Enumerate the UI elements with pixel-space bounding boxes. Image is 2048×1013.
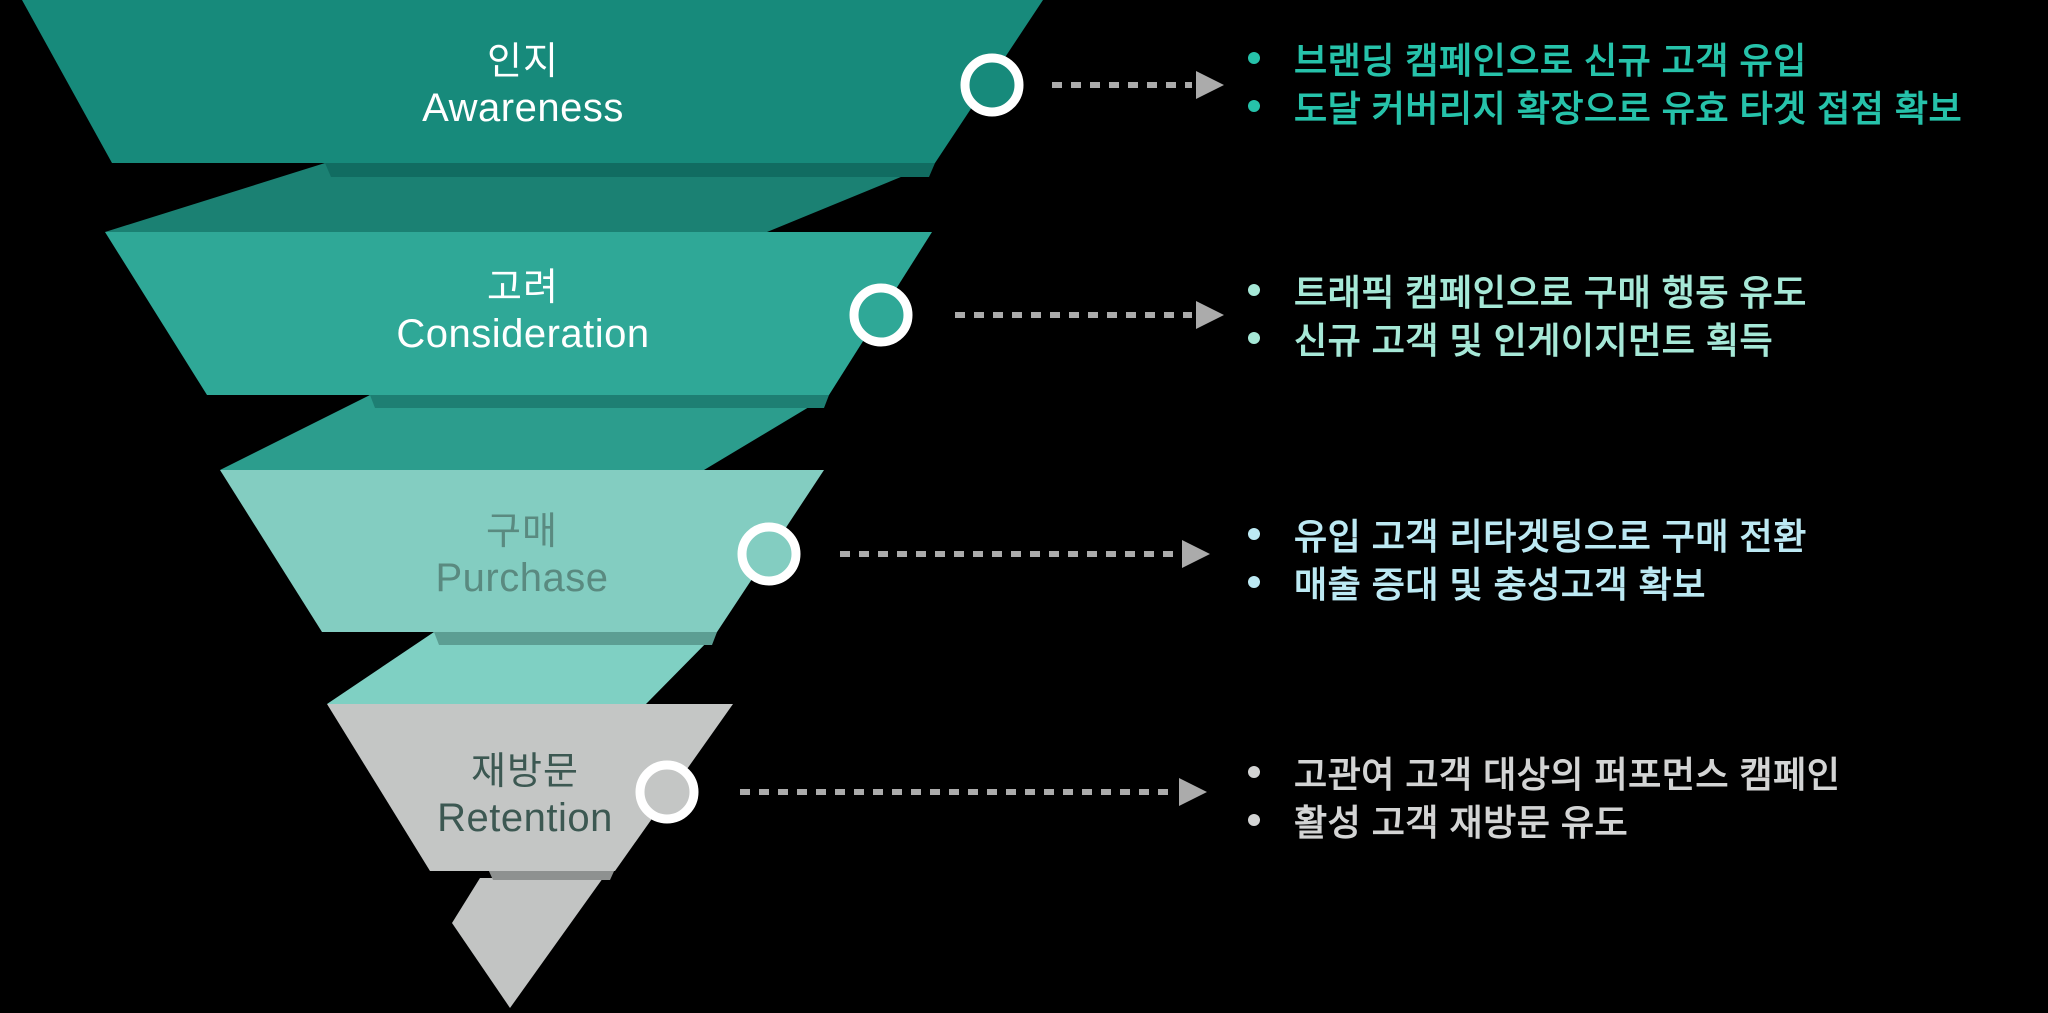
bullet-group-awareness: 브랜딩 캠페인으로 신규 고객 유입 도달 커버리지 확장으로 유효 타겟 접점… xyxy=(1248,34,1962,130)
connector-circle-retention xyxy=(635,760,699,824)
bullet-line: 트래픽 캠페인으로 구매 행동 유도 xyxy=(1248,266,1807,314)
arrowhead-consideration xyxy=(1196,301,1224,329)
bullet-text: 매출 증대 및 충성고객 확보 xyxy=(1294,564,1706,605)
bullet-dot-icon xyxy=(1248,332,1260,344)
bullet-text: 유입 고객 리타겟팅으로 구매 전환 xyxy=(1294,516,1807,557)
bullet-dot-icon xyxy=(1248,576,1260,588)
bullet-dot-icon xyxy=(1248,52,1260,64)
connector-circle-purchase xyxy=(737,522,801,586)
bullet-text: 트래픽 캠페인으로 구매 행동 유도 xyxy=(1294,272,1807,313)
funnel-stage-purchase xyxy=(220,470,824,632)
bullet-group-purchase: 유입 고객 리타겟팅으로 구매 전환 매출 증대 및 충성고객 확보 xyxy=(1248,510,1807,606)
funnel-fold-3-shadow xyxy=(434,632,717,645)
bullet-line: 유입 고객 리타겟팅으로 구매 전환 xyxy=(1248,510,1807,558)
funnel-fold-2 xyxy=(220,395,829,470)
bullet-line: 신규 고객 및 인게이지먼트 획득 xyxy=(1248,314,1807,362)
funnel-fold-3 xyxy=(327,632,717,704)
funnel-stage-awareness xyxy=(22,0,1043,163)
bullet-dot-icon xyxy=(1248,528,1260,540)
funnel-stage-consideration xyxy=(105,232,932,395)
bullet-text: 브랜딩 캠페인으로 신규 고객 유입 xyxy=(1294,40,1807,81)
funnel-fold-2-shadow xyxy=(370,395,829,408)
connector-circle-consideration xyxy=(849,283,913,347)
connector-circle-awareness xyxy=(960,53,1024,117)
bullet-text: 도달 커버리지 확장으로 유효 타겟 접점 확보 xyxy=(1294,88,1963,129)
funnel-fold-1 xyxy=(105,163,935,232)
bullet-group-consideration: 트래픽 캠페인으로 구매 행동 유도 신규 고객 및 인게이지먼트 획득 xyxy=(1248,266,1807,362)
bullet-line: 매출 증대 및 충성고객 확보 xyxy=(1248,558,1807,606)
bullet-line: 고관여 고객 대상의 퍼포먼스 캠페인 xyxy=(1248,748,1840,796)
bullet-dot-icon xyxy=(1248,814,1260,826)
bullet-line: 도달 커버리지 확장으로 유효 타겟 접점 확보 xyxy=(1248,82,1962,130)
funnel-tail xyxy=(452,878,603,1008)
arrowhead-retention xyxy=(1179,778,1207,806)
bullet-group-retention: 고관여 고객 대상의 퍼포먼스 캠페인 활성 고객 재방문 유도 xyxy=(1248,748,1840,844)
bullet-text: 활성 고객 재방문 유도 xyxy=(1294,802,1629,843)
bullet-dot-icon xyxy=(1248,766,1260,778)
bullet-text: 신규 고객 및 인게이지먼트 획득 xyxy=(1294,320,1774,361)
bullet-dot-icon xyxy=(1248,100,1260,112)
bullet-line: 브랜딩 캠페인으로 신규 고객 유입 xyxy=(1248,34,1962,82)
arrowhead-purchase xyxy=(1182,540,1210,568)
funnel-fold-4-shadow xyxy=(488,869,615,880)
bullet-line: 활성 고객 재방문 유도 xyxy=(1248,796,1840,844)
funnel-fold-1-shadow xyxy=(325,163,935,177)
arrowhead-awareness xyxy=(1196,71,1224,99)
funnel-stage-retention xyxy=(327,704,733,871)
bullet-dot-icon xyxy=(1248,284,1260,296)
bullet-text: 고관여 고객 대상의 퍼포먼스 캠페인 xyxy=(1294,754,1841,795)
